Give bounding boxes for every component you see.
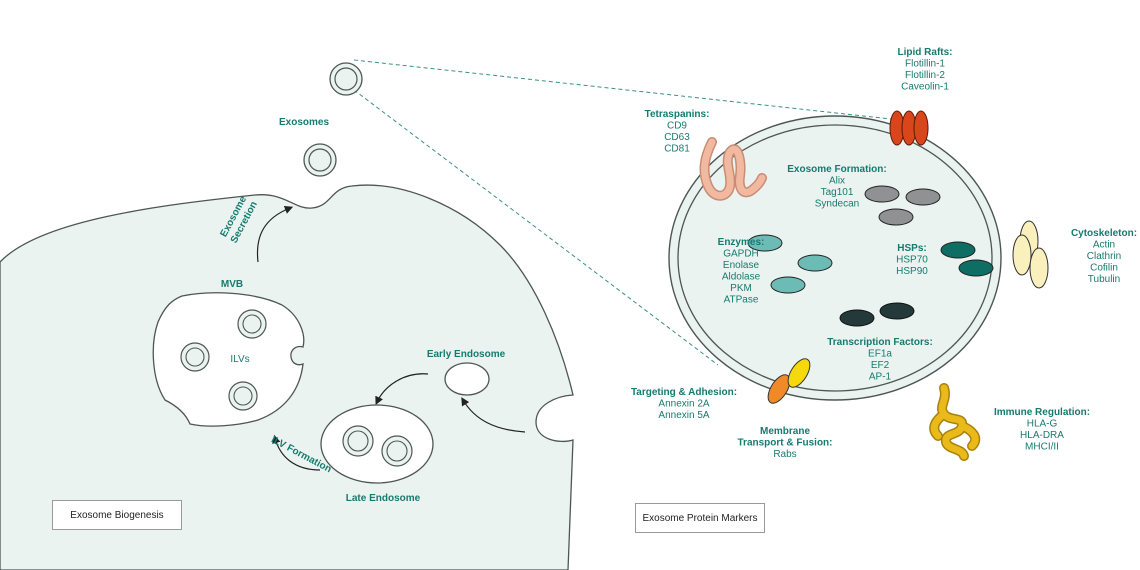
late-endosome-label: Late Endosome (346, 493, 421, 504)
ilv (180, 342, 210, 372)
ilv-formation-arrow (272, 434, 321, 471)
exosome-membrane (668, 115, 1002, 401)
mvb-label: MVB (221, 279, 243, 290)
enzymes-item: Enolase (723, 260, 760, 271)
hsp-proteins (940, 241, 994, 277)
exosomes-label: Exosomes (279, 117, 329, 128)
lipid-rafts-label: Lipid Rafts:Flotillin-1Flotillin-2Caveol… (898, 47, 953, 93)
lipid-rafts-title: Lipid Rafts: (898, 47, 953, 58)
transcription-factors-item: AP-1 (869, 372, 892, 383)
late-endosome-ilv (342, 425, 374, 457)
transcription-factors-item: EF1a (868, 349, 892, 360)
targeting-adhesion-item: Annexin 2A (658, 399, 709, 410)
cytoskeleton-item: Cofilin (1090, 263, 1118, 274)
maturation-arrow (375, 373, 429, 406)
hsps-title: HSPs: (897, 243, 926, 254)
immune-regulation-item: MHCI/II (1025, 442, 1059, 453)
zoom-line-top (353, 59, 901, 121)
exosome-formation-item: Syndecan (815, 199, 859, 210)
membrane-transport-title: Transport & Fusion: (738, 438, 833, 449)
exosome-formation-item: Alix (829, 176, 845, 187)
early-endosome-label: Early Endosome (427, 349, 506, 360)
rab-icon (787, 358, 811, 388)
ilv (228, 381, 258, 411)
enzymes-item: GAPDH (723, 249, 759, 260)
membrane-transport-title: Membrane (760, 426, 810, 437)
targeting-adhesion-item: Annexin 5A (658, 410, 709, 421)
exosome-formation-proteins (864, 185, 941, 226)
enzymes-title: Enzymes: (718, 237, 765, 248)
lipid-rafts-item: Caveolin-1 (901, 82, 949, 93)
immune-regulation-item: HLA-DRA (1020, 430, 1064, 441)
secretion-arrow (256, 205, 294, 263)
ilv (237, 309, 267, 339)
enzymes-item: ATPase (724, 295, 759, 306)
ilvs-label: ILVs (230, 354, 249, 365)
tetraspanins-item: CD63 (664, 132, 690, 143)
immune-regulation-item: HLA-G (1027, 419, 1058, 430)
transcription-factors-item: EF2 (871, 360, 890, 371)
enzyme-proteins (747, 234, 833, 294)
lipid-raft-icon (889, 110, 929, 146)
zoomed-exosome (329, 62, 363, 96)
targeting-adhesion-title: Targeting & Adhesion: (631, 387, 737, 398)
annexin-icon (767, 374, 791, 404)
cytoskeleton-icon (1012, 220, 1049, 289)
enzymes-item: Aldolase (722, 272, 761, 283)
hsps-item: HSP70 (896, 255, 928, 266)
membrane-transport-item: Rabs (773, 449, 796, 460)
exosome-protein-markers-box: Exosome Protein Markers (635, 503, 765, 533)
early-endosome (444, 362, 490, 396)
exosome-formation-item: Tag101 (821, 187, 854, 198)
exosome-formation-title: Exosome Formation: (787, 164, 886, 175)
transcription-factors-title: Transcription Factors: (827, 337, 933, 348)
late-endosome (320, 404, 434, 484)
immune-regulation-title: Immune Regulation: (994, 407, 1090, 418)
tetraspanins-item: CD9 (667, 121, 687, 132)
tetraspanins-title: Tetraspanins: (645, 109, 710, 120)
exosome-biogenesis-box: Exosome Biogenesis (52, 500, 182, 530)
secreted-exosome (303, 143, 337, 177)
lipid-rafts-item: Flotillin-1 (905, 59, 945, 70)
mvb (152, 292, 305, 427)
cytoskeleton-item: Actin (1093, 240, 1115, 251)
tetraspanins-item: CD81 (664, 144, 690, 155)
late-endosome-ilv (381, 435, 413, 467)
hsps-item: HSP90 (896, 266, 928, 277)
enzymes-item: PKM (730, 283, 752, 294)
cytoskeleton-item: Clathrin (1087, 251, 1121, 262)
cytoskeleton-title: Cytoskeleton: (1071, 228, 1137, 239)
cytoskeleton-item: Tubulin (1088, 274, 1120, 285)
endocytosis-arrow (461, 397, 526, 433)
zoom-line-bottom (353, 89, 719, 366)
lipid-rafts-item: Flotillin-2 (905, 70, 945, 81)
transcription-factor-proteins (839, 302, 915, 327)
